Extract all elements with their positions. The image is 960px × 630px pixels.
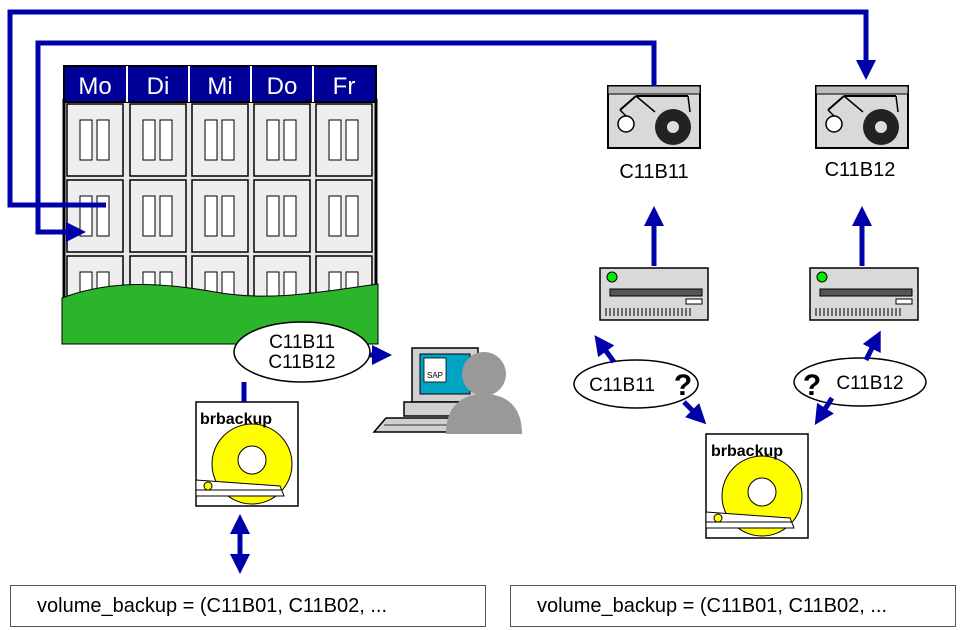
question-mark-left: ?	[674, 369, 692, 402]
query-left-to-disk-arrow	[682, 400, 707, 425]
arrows	[7, 9, 881, 574]
calendar-day-header: Mi	[207, 73, 232, 100]
bubble-line-1: C11B11	[269, 332, 335, 353]
calendar-day-headers: Mo Di Mi Do Fr	[78, 66, 355, 102]
query-bubble-right: ? C11B12	[793, 357, 927, 407]
calendar-cell	[66, 103, 124, 177]
server-left	[599, 267, 709, 321]
workstation: SAP	[372, 347, 522, 434]
calendar-cell	[191, 179, 249, 253]
brbackup-disk-right: brbackup	[705, 433, 809, 539]
calendar-cell	[253, 179, 311, 253]
query-left-label: C11B11	[589, 375, 655, 396]
tape-right-label: C11B12	[825, 159, 896, 181]
server-right	[809, 267, 919, 321]
question-mark-right: ?	[803, 369, 821, 402]
bubble-line-2: C11B12	[268, 352, 335, 373]
brbackup-right-label: brbackup	[711, 443, 783, 460]
calendar-cell	[129, 103, 187, 177]
brbackup-left-label: brbackup	[200, 411, 272, 428]
inner-loop-arrow	[35, 40, 657, 242]
calendar-day-header: Do	[267, 73, 298, 100]
config-right: volume_backup = (C11B01, C11B02, ...	[510, 585, 956, 627]
config-left: volume_backup = (C11B01, C11B02, ...	[10, 585, 486, 627]
person-body	[446, 394, 522, 434]
calendar-day-header: Fr	[333, 73, 356, 100]
calendar-cell	[129, 179, 187, 253]
query-bubble-left: C11B11 ?	[573, 359, 699, 409]
calendar-day-header: Mo	[78, 73, 111, 100]
tape-drive-right	[815, 85, 909, 149]
outer-loop-arrow	[7, 9, 876, 208]
calendar-day-header: Di	[147, 73, 170, 100]
query-left-to-server-arrow	[594, 335, 617, 364]
person-head	[462, 352, 506, 396]
query-right-to-server-arrow	[862, 330, 881, 362]
brbackup-disk-left: brbackup	[195, 401, 299, 507]
tape-left-label: C11B11	[619, 161, 688, 183]
calendar: Mo Di Mi Do Fr	[61, 65, 379, 345]
query-right-label: C11B12	[836, 373, 903, 394]
sap-screen-label: SAP	[427, 371, 443, 380]
calendar-cell	[315, 179, 373, 253]
calendar-cell	[66, 179, 124, 253]
calendar-cell	[191, 103, 249, 177]
calendar-cell	[315, 103, 373, 177]
calendar-volume-bubble: C11B11 C11B12	[233, 321, 371, 383]
query-right-to-disk-arrow	[814, 396, 835, 426]
tape-drive-left	[607, 85, 701, 149]
calendar-cell	[253, 103, 311, 177]
